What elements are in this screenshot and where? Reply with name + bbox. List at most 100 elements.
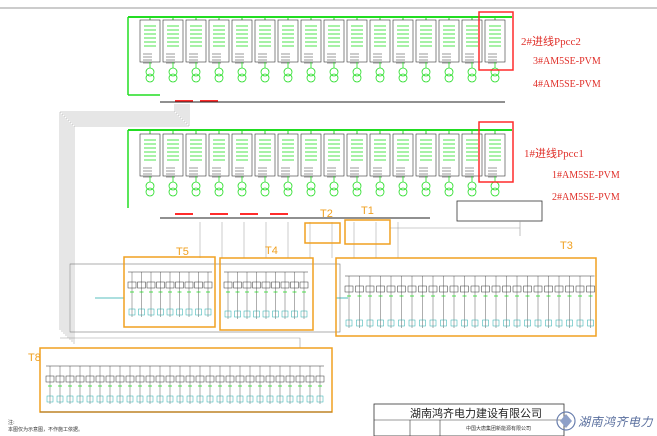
- inverter-box: [135, 375, 145, 383]
- inverter-box: [175, 375, 185, 383]
- inverter-box: [299, 281, 309, 289]
- pv-string: [186, 395, 194, 403]
- pv-string: [234, 310, 241, 318]
- pv-string: [195, 308, 202, 316]
- pv-string: [166, 395, 174, 403]
- pv-string: [46, 395, 54, 403]
- pv-string: [306, 395, 314, 403]
- trunk-cable: [65, 104, 182, 336]
- pv-string: [166, 308, 174, 316]
- transformer-icon: [191, 73, 201, 83]
- pv-string: [281, 310, 289, 318]
- upper-switchgear: [127, 16, 512, 215]
- inverter-box: [285, 375, 295, 383]
- inverter-box: [512, 285, 522, 293]
- pv-string: [157, 308, 164, 316]
- inverter-box: [65, 375, 75, 383]
- t5-label: T5: [176, 246, 189, 258]
- t8-label: T8: [28, 352, 41, 364]
- transformer-icon: [214, 187, 224, 197]
- t3-box: [335, 257, 597, 337]
- inverter-box: [575, 285, 585, 293]
- pv-string: [450, 319, 458, 327]
- red-tag-mark: [210, 213, 228, 215]
- inverter-box: [156, 281, 165, 289]
- inverter-box: [225, 375, 235, 383]
- inverter-box: [428, 285, 438, 293]
- inverter-box: [155, 375, 165, 383]
- trunk-cable: [73, 104, 190, 344]
- inverter-box: [407, 285, 417, 293]
- pv-string: [138, 308, 145, 316]
- inverter-box: [145, 375, 155, 383]
- pv-string: [206, 395, 214, 403]
- inverter-box: [449, 285, 459, 293]
- inverter-box: [115, 375, 125, 383]
- inverter-box: [125, 375, 135, 383]
- transformer-icon: [329, 73, 339, 83]
- incomer-2-highlight: [478, 11, 514, 71]
- company-name: 湖南鸿齐电力建设有限公司: [410, 407, 542, 420]
- transformer-icon: [490, 187, 500, 197]
- pv-string: [492, 319, 500, 327]
- trunk-cable: [63, 104, 180, 334]
- transformer-icon: [306, 73, 316, 83]
- inverter-box: [233, 281, 242, 289]
- transformer-icon: [375, 187, 385, 197]
- pv-string: [176, 308, 183, 316]
- inverter-box: [205, 375, 215, 383]
- transformer-icon: [283, 73, 293, 83]
- pv-string: [534, 319, 542, 327]
- transformer-icon: [260, 73, 270, 83]
- transformer-icon: [421, 73, 431, 83]
- pv-string: [246, 395, 254, 403]
- inverter-box: [203, 281, 213, 289]
- inverter-box: [491, 285, 501, 293]
- inverter-box: [146, 281, 156, 289]
- red-tag-mark: [175, 213, 193, 215]
- inverter-box: [439, 285, 448, 293]
- transformer-icon: [421, 187, 431, 197]
- trunk-cable: [67, 104, 184, 338]
- pv-string: [555, 319, 563, 327]
- pv-string: [86, 395, 94, 403]
- inverter-box: [137, 281, 146, 289]
- trunk-cable: [71, 104, 188, 342]
- pv-string: [136, 395, 144, 403]
- incomer-1-title: 1#进线Ppcc1: [524, 148, 584, 160]
- transformer-icon: [444, 73, 454, 83]
- pv-string: [419, 319, 426, 327]
- inverter-box: [418, 285, 427, 293]
- inverter-box: [235, 375, 245, 383]
- inverter-box: [105, 375, 115, 383]
- company-logo-icon: [556, 411, 576, 431]
- inverter-box: [460, 285, 469, 293]
- pv-string: [224, 310, 232, 318]
- transformer-icon: [145, 73, 155, 83]
- logo-text: 湖南鸿齐电力: [578, 415, 654, 429]
- note-label: 注:: [8, 420, 15, 426]
- pv-string: [116, 395, 124, 403]
- pv-string: [128, 308, 136, 316]
- trunk-cable: [60, 337, 301, 348]
- inverter-box: [184, 281, 194, 289]
- pv-string: [366, 319, 374, 327]
- inverter-box: [261, 281, 271, 289]
- t3-label: T3: [560, 240, 573, 252]
- transformer-icon: [283, 187, 293, 197]
- transformer-icon: [214, 73, 224, 83]
- incomer-2-pvm-1: 3#AM5SE-PVM: [533, 56, 601, 67]
- inverter-box: [223, 281, 233, 289]
- red-tag-mark: [270, 213, 288, 215]
- pv-string: [226, 395, 234, 403]
- t4-label: T4: [265, 245, 278, 257]
- pv-string: [56, 395, 64, 403]
- inverter-box: [344, 285, 354, 293]
- inverter-box: [397, 285, 406, 293]
- incomer-1-pvm-1: 1#AM5SE-PVM: [552, 170, 620, 181]
- inverter-box: [554, 285, 564, 293]
- inverter-box: [295, 375, 305, 383]
- inverter-box: [165, 281, 175, 289]
- red-tag-mark: [200, 100, 218, 102]
